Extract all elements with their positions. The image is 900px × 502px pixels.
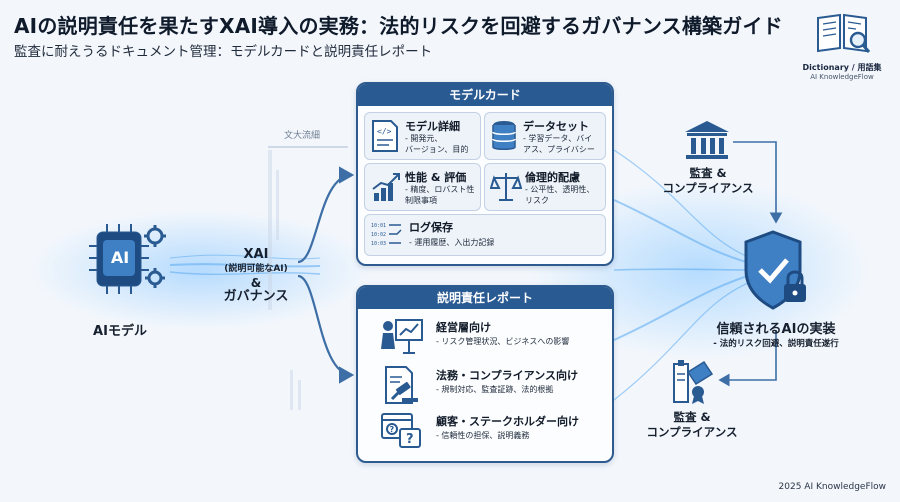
log-title: ログ保存	[409, 221, 453, 234]
ai-chip-text: AI	[110, 248, 130, 267]
scales-icon	[490, 173, 522, 201]
svg-text:</>: </>	[377, 127, 392, 136]
brand-line1: Dictionary / 用語集	[802, 63, 882, 72]
audit-bottom-label: 監査 & コンプライアンス	[630, 410, 754, 440]
model-detail-desc2: バージョン、目的	[405, 145, 469, 154]
ethics-desc2: リスク	[525, 196, 549, 205]
svg-text:?: ?	[406, 432, 414, 447]
audit-top-line1: 監査 &	[689, 166, 727, 180]
text-stream-label: 文大流細	[283, 131, 320, 141]
log-list-icon: 10:01 10:02 10:03	[371, 223, 402, 247]
dictionary-book-icon	[817, 13, 871, 53]
performance-title: 性能 & 評価	[405, 171, 467, 184]
brand-line2: AI KnowledgeFlow	[810, 73, 874, 81]
report-row-executive: 経営層向け - リスク管理状況、ビジネスへの影響	[366, 315, 604, 357]
ethics-card: 倫理的配慮 - 公平性、透明性、 リスク	[484, 163, 606, 211]
svg-text:?: ?	[390, 425, 395, 434]
page-subtitle: 監査に耐えうるドキュメント管理：モデルカードと説明責任レポート	[14, 44, 433, 60]
dataset-desc2: アス、プライバシー	[523, 145, 595, 154]
courthouse-icon	[685, 121, 729, 159]
ai-chip-icon	[89, 224, 166, 294]
stakeholder-title: 顧客・ステークホルダー向け	[436, 415, 579, 428]
trusted-ai-title: 信頼されるAIの実装	[716, 322, 836, 337]
footer-copyright: 2025 AI KnowledgeFlow	[778, 482, 886, 492]
legal-title: 法務・コンプライアンス向け	[436, 369, 579, 382]
xai-line2: (説明可能なAI)	[224, 264, 288, 274]
log-desc1: - 運用履歴、入出力記録	[409, 238, 495, 247]
dataset-title: データセット	[523, 120, 589, 133]
brand-logo: Dictionary / 用語集 AI KnowledgeFlow	[790, 10, 894, 81]
report-row-stakeholder: ? ? 顧客・ステークホルダー向け - 信頼性の担保、説明義務	[366, 409, 604, 451]
code-document-icon: </>	[372, 120, 398, 152]
database-icon	[492, 121, 516, 150]
question-window-icon: ? ?	[381, 413, 421, 448]
executive-title: 経営層向け	[436, 321, 491, 334]
dataset-card: データセット - 学習データ、バイ アス、プライバシー	[484, 112, 606, 160]
dataset-desc1: - 学習データ、バイ	[523, 134, 593, 143]
audit-top-line2: コンプライアンス	[662, 181, 754, 195]
gavel-document-icon	[385, 366, 418, 404]
report-header: 説明責任レポート	[358, 287, 612, 309]
audit-bottom-line1: 監査 &	[673, 410, 711, 424]
svg-text:10:02: 10:02	[371, 232, 386, 238]
model-card-header: モデルカード	[358, 84, 612, 106]
stakeholder-desc: - 信頼性の担保、説明義務	[436, 431, 530, 440]
ethics-desc1: - 公平性、透明性、	[525, 185, 595, 194]
accountability-report-panel: 説明責任レポート 経営層向け - リスク管理状況、ビジネスへの影響 法務・コンプ…	[356, 285, 614, 463]
page-title: AIの説明責任を果たすXAI導入の実務：法的リスクを回避するガバナンス構築ガイド	[14, 14, 783, 38]
ai-model-label: AIモデル	[93, 324, 147, 339]
model-detail-desc1: - 開発元、	[405, 134, 443, 143]
executive-desc: - リスク管理状況、ビジネスへの影響	[436, 337, 570, 346]
legal-desc: - 規制対応、監査証跡、法的根拠	[436, 385, 554, 394]
performance-desc2: 制限事項	[405, 196, 437, 205]
xai-line3: &	[250, 276, 262, 290]
shield-check-icon	[744, 230, 806, 310]
xai-line1: XAI	[243, 247, 269, 262]
presentation-board-icon	[381, 319, 423, 354]
audit-top-label: 監査 & コンプライアンス	[646, 166, 770, 196]
xai-governance-label: XAI (説明可能なAI) & ガバナンス	[210, 248, 302, 304]
model-detail-title: モデル詳細	[405, 120, 460, 133]
audit-bottom-line2: コンプライアンス	[646, 425, 738, 439]
audit-clipboard-icon	[673, 360, 714, 404]
performance-card: 性能 & 評価 - 精度、ロバスト性 制限事項	[364, 163, 481, 211]
report-row-legal: 法務・コンプライアンス向け - 規制対応、監査証跡、法的根拠	[366, 363, 604, 405]
svg-text:10:01: 10:01	[371, 223, 386, 229]
performance-desc1: - 精度、ロバスト性	[405, 185, 475, 194]
svg-text:10:03: 10:03	[371, 241, 386, 247]
xai-line4: ガバナンス	[223, 289, 289, 304]
model-card-panel: モデルカード </> モデル詳細 - 開発元、 バージョン、目的 データセット …	[356, 82, 614, 266]
growth-chart-icon	[372, 173, 400, 201]
model-detail-card: </> モデル詳細 - 開発元、 バージョン、目的	[364, 112, 481, 160]
log-card: 10:01 10:02 10:03 ログ保存 - 運用履歴、入出力記録	[364, 214, 606, 256]
ethics-title: 倫理的配慮	[525, 171, 580, 184]
trusted-ai-desc: - 法的リスク回避、説明責任遂行	[713, 339, 839, 349]
